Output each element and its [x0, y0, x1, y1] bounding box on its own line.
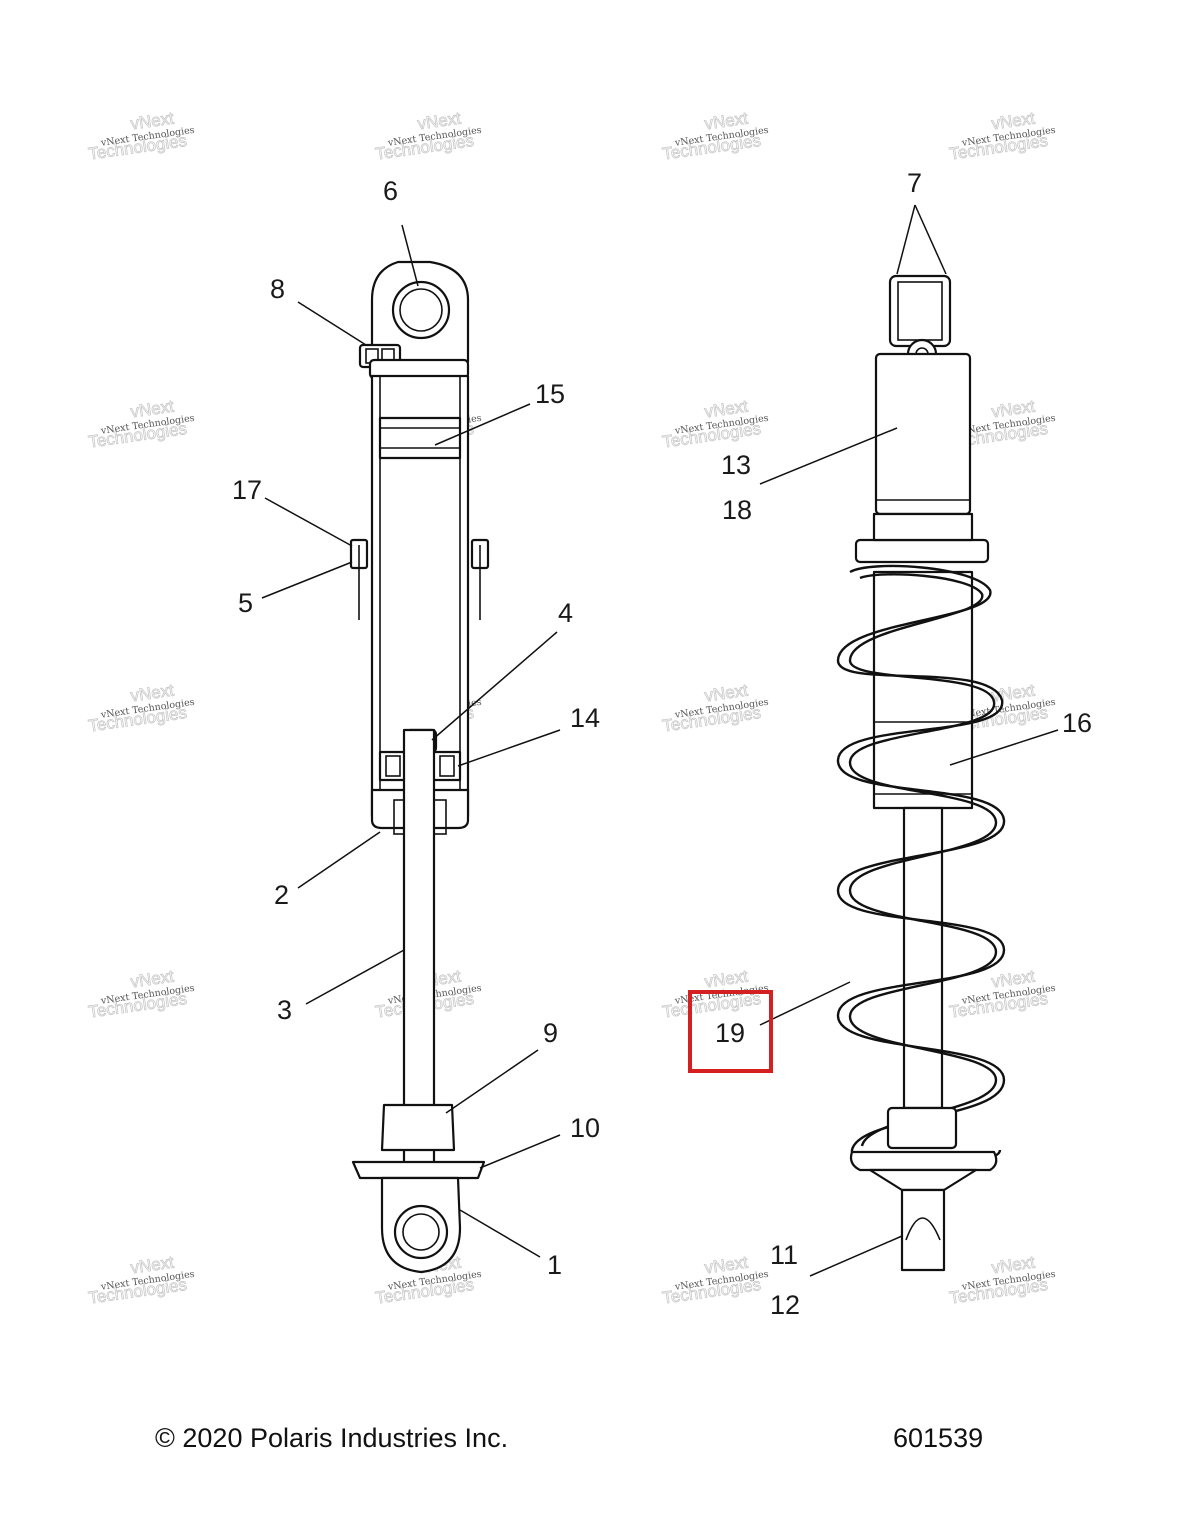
callout-7: 7	[907, 168, 922, 198]
callout-8: 8	[270, 274, 285, 304]
callout-labels: 6 8 15 17 5 4 14 2 3 9 10 1 7 13 18 16 1…	[232, 168, 1092, 1320]
callout-4: 4	[558, 598, 573, 628]
highlight-box-callout-19	[688, 990, 773, 1073]
callout-18: 18	[722, 495, 752, 525]
copyright-text: © 2020 Polaris Industries Inc.	[155, 1423, 508, 1453]
leader-lines	[261, 204, 1059, 1277]
callout-19[interactable]: 19	[715, 1018, 745, 1048]
callout-11: 11	[770, 1240, 798, 1270]
callout-15: 15	[535, 379, 565, 409]
callout-16: 16	[1062, 708, 1092, 738]
callout-6: 6	[383, 176, 398, 206]
right-shock-assembled	[836, 274, 1006, 1272]
callout-5: 5	[238, 588, 253, 618]
footer: © 2020 Polaris Industries Inc. 601539	[155, 1423, 983, 1453]
callout-13: 13	[721, 450, 751, 480]
callout-2: 2	[274, 880, 289, 910]
callout-1: 1	[547, 1250, 562, 1280]
callout-14: 14	[570, 703, 600, 733]
callout-12: 12	[770, 1290, 800, 1320]
left-shock-cutaway	[349, 260, 490, 1274]
callout-9: 9	[543, 1018, 558, 1048]
callout-17: 17	[232, 475, 262, 505]
callout-10: 10	[570, 1113, 600, 1143]
diagram-number: 601539	[893, 1423, 983, 1453]
callout-3: 3	[277, 995, 292, 1025]
